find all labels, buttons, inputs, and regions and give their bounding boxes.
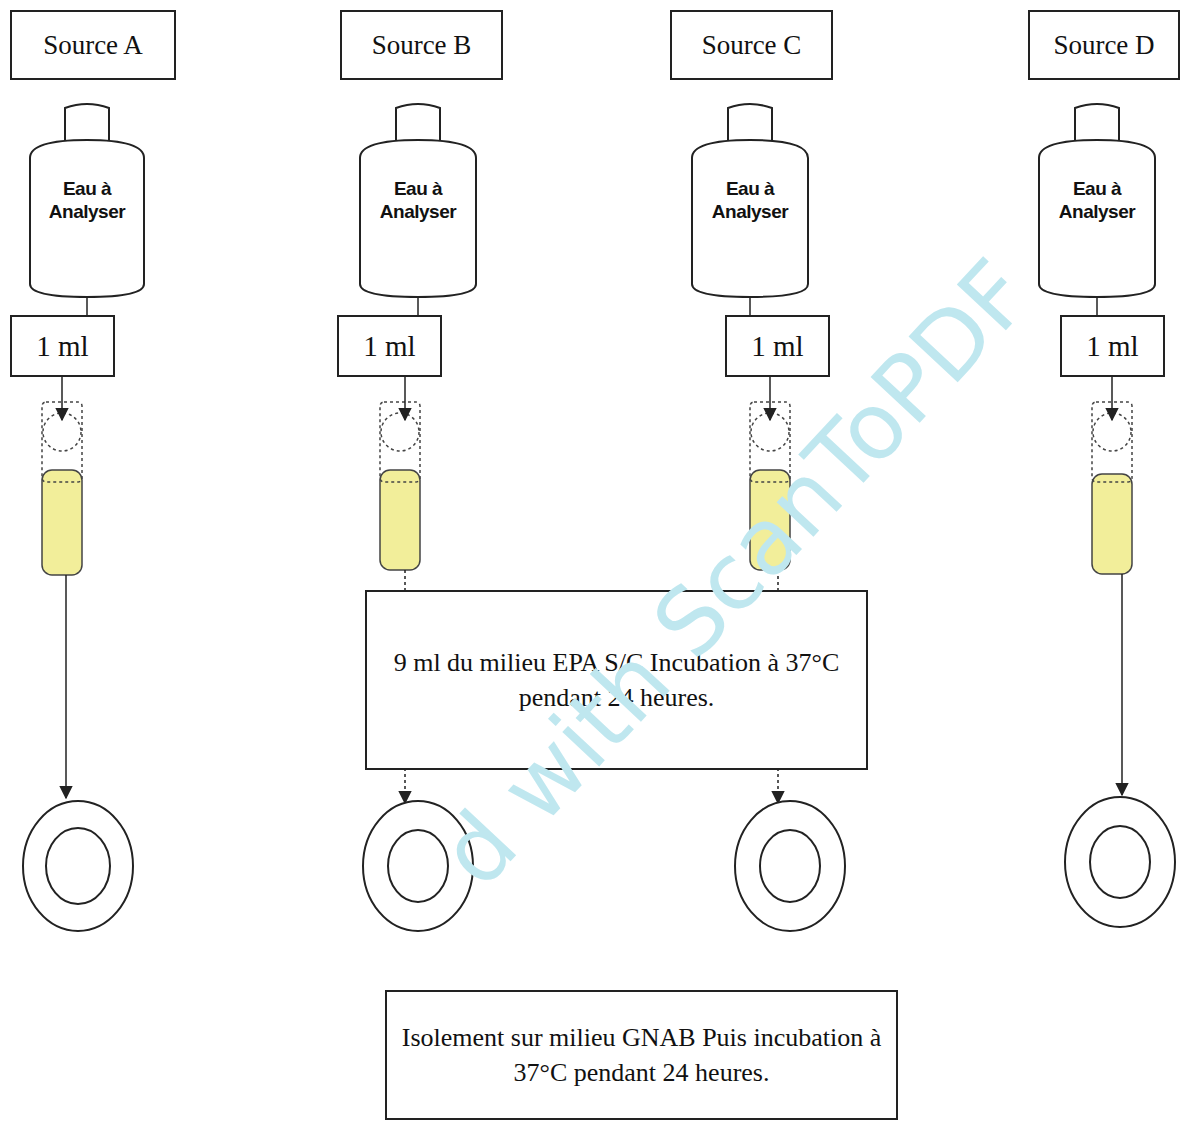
node-text: Eau à Analyser bbox=[358, 178, 478, 224]
node-text: Source A bbox=[43, 30, 143, 61]
source-box: Source C bbox=[670, 10, 833, 80]
volume-box: 1 ml bbox=[10, 315, 115, 377]
volume-box: 1 ml bbox=[1060, 315, 1165, 377]
node-text: 1 ml bbox=[1086, 330, 1138, 363]
node-text: Eau à Analyser bbox=[690, 178, 810, 224]
connector-line bbox=[86, 298, 88, 315]
sample-bottle: Eau à Analyser bbox=[358, 100, 478, 298]
node-text: 1 ml bbox=[36, 330, 88, 363]
node-text: Source B bbox=[372, 30, 472, 61]
connector-line bbox=[417, 298, 419, 315]
petri-dishes bbox=[23, 797, 1175, 931]
volume-box: 1 ml bbox=[725, 315, 830, 377]
node-text: Eau à Analyser bbox=[1037, 178, 1157, 224]
connector-line bbox=[1096, 298, 1098, 315]
test-tubes bbox=[42, 402, 1132, 575]
volume-box: 1 ml bbox=[337, 315, 442, 377]
node-text: Isolement sur milieu GNAB Puis incubatio… bbox=[397, 1020, 886, 1090]
sample-bottle: Eau à Analyser bbox=[1037, 100, 1157, 298]
node-text: Source C bbox=[702, 30, 802, 61]
connector-line bbox=[749, 298, 751, 315]
node-text: Source D bbox=[1053, 30, 1154, 61]
source-box: Source B bbox=[340, 10, 503, 80]
isolation-box: Isolement sur milieu GNAB Puis incubatio… bbox=[385, 990, 898, 1120]
node-text: 1 ml bbox=[751, 330, 803, 363]
sample-bottle: Eau à Analyser bbox=[28, 100, 146, 298]
node-text: Eau à Analyser bbox=[28, 178, 146, 224]
node-text: 1 ml bbox=[363, 330, 415, 363]
source-box: Source A bbox=[10, 10, 176, 80]
source-box: Source D bbox=[1028, 10, 1180, 80]
sample-bottle: Eau à Analyser bbox=[690, 100, 810, 298]
